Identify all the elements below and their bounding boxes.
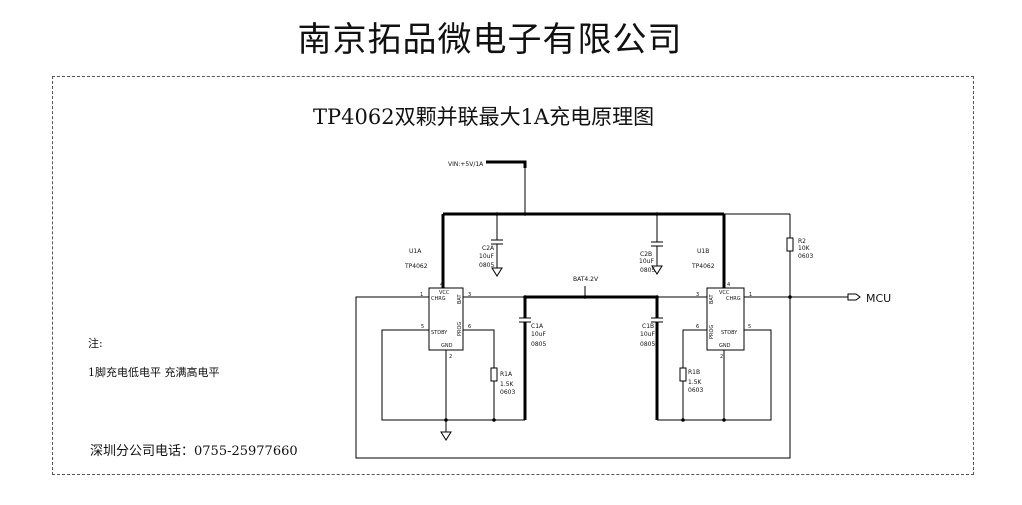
u1a-pinnum-vcc: 4 bbox=[440, 282, 443, 288]
c2a-ref: C2A bbox=[482, 245, 495, 252]
u1b-pinnum-stdby: 5 bbox=[748, 324, 751, 330]
r1b-ref: R1B bbox=[688, 369, 700, 376]
c2b-package: 0805 bbox=[640, 267, 655, 274]
u1b-ref: U1B bbox=[697, 248, 709, 255]
company-name: 南京拓品微电子有限公司 bbox=[297, 20, 683, 60]
mcu-label: MCU bbox=[866, 292, 891, 305]
u1b-pinnum-bat: 3 bbox=[696, 292, 699, 298]
c1b-value: 10uF bbox=[640, 331, 655, 338]
chip-u1b: U1B TP4062 VCC CHRG BAT STDBY PROG GND 4… bbox=[691, 248, 752, 360]
u1a-pinnum-chrg: 1 bbox=[420, 292, 423, 298]
u1b-pin-chrg: CHRG bbox=[726, 296, 741, 302]
c2b-ref: C2B bbox=[640, 251, 652, 258]
right-wiring: R1B 1.5K 0603 bbox=[657, 329, 772, 422]
c1a-value: 10uF bbox=[531, 331, 546, 338]
mcu-port-icon bbox=[847, 293, 861, 301]
chrg-net: MCU bbox=[355, 292, 891, 459]
vin-label: VIN:+5V/1A bbox=[448, 161, 484, 168]
u1b-pinnum-chrg: 1 bbox=[749, 292, 752, 298]
c2a-value: 10uF bbox=[479, 253, 494, 260]
u1a-pin-vcc: VCC bbox=[439, 290, 450, 296]
u1a-part: TP4062 bbox=[404, 263, 428, 270]
u1b-pin-stdby: STDBY bbox=[721, 330, 738, 336]
diagram-title: TP4062双颗并联最大1A充电原理图 bbox=[313, 105, 655, 129]
u1b-pin-prog: PROG bbox=[709, 325, 715, 339]
r1b-value: 1.5K bbox=[688, 379, 703, 386]
resistor-r2: R2 10K 0603 bbox=[786, 237, 813, 297]
left-wiring: R1A 1.5K 0603 bbox=[381, 329, 525, 441]
r1a-ref: R1A bbox=[500, 371, 513, 378]
u1b-part: TP4062 bbox=[691, 263, 715, 270]
c1b-package: 0805 bbox=[640, 341, 655, 348]
u1a-pinnum-gnd: 2 bbox=[449, 354, 452, 360]
r2-package: 0603 bbox=[798, 253, 813, 260]
u1a-pin-prog: PROG bbox=[457, 322, 463, 336]
u1a-pinnum-prog: 6 bbox=[468, 324, 471, 330]
u1b-pin-vcc: VCC bbox=[719, 290, 730, 296]
bat-net: BAT4.2V bbox=[463, 276, 707, 299]
capacitor-c1a: C1A 10uF 0805 bbox=[519, 297, 546, 420]
u1a-pinnum-stdby: 5 bbox=[421, 324, 424, 330]
u1b-pin-gnd: GND bbox=[719, 343, 731, 349]
u1a-pin-gnd: GND bbox=[441, 343, 453, 349]
u1b-pinnum-prog: 6 bbox=[696, 324, 699, 330]
r2-ref: R2 bbox=[798, 238, 806, 245]
capacitor-c2a: C2A 10uF 0805 bbox=[479, 214, 503, 277]
capacitor-c2b: C2B 10uF 0805 bbox=[639, 214, 663, 275]
bat-label: BAT4.2V bbox=[573, 276, 599, 283]
c1b-ref: C1B bbox=[642, 323, 654, 330]
u1b-pinnum-vcc: 4 bbox=[727, 282, 730, 288]
u1a-pin-stdby: STDBY bbox=[431, 330, 448, 336]
capacitor-c1b: C1B 10uF 0805 bbox=[640, 297, 663, 420]
c1a-package: 0805 bbox=[531, 341, 546, 348]
vin-net: VIN:+5V/1A bbox=[441, 160, 791, 290]
r2-value: 10K bbox=[798, 245, 811, 252]
chip-u1a: U1A TP4062 VCC CHRG BAT STDBY PROG GND 4… bbox=[404, 248, 471, 360]
u1a-pin-bat: BAT bbox=[457, 294, 463, 304]
r1a-package: 0603 bbox=[500, 389, 515, 396]
r1a-value: 1.5K bbox=[500, 381, 515, 388]
u1a-ref: U1A bbox=[409, 248, 422, 255]
note-label: 注: bbox=[88, 337, 103, 350]
u1b-pin-bat: BAT bbox=[709, 294, 715, 304]
branch-phone: 深圳分公司电话：0755-25977660 bbox=[90, 444, 298, 459]
u1a-pinnum-bat: 3 bbox=[468, 292, 471, 298]
c2a-package: 0805 bbox=[479, 262, 494, 269]
u1a-pin-chrg: CHRG bbox=[431, 296, 446, 302]
note-line: 1脚充电低电平 充满高电平 bbox=[88, 366, 220, 379]
r1b-package: 0603 bbox=[688, 387, 703, 394]
c1a-ref: C1A bbox=[531, 323, 544, 330]
c2b-value: 10uF bbox=[639, 258, 654, 265]
diagram-frame bbox=[52, 76, 974, 475]
u1b-pinnum-gnd: 2 bbox=[720, 354, 723, 360]
